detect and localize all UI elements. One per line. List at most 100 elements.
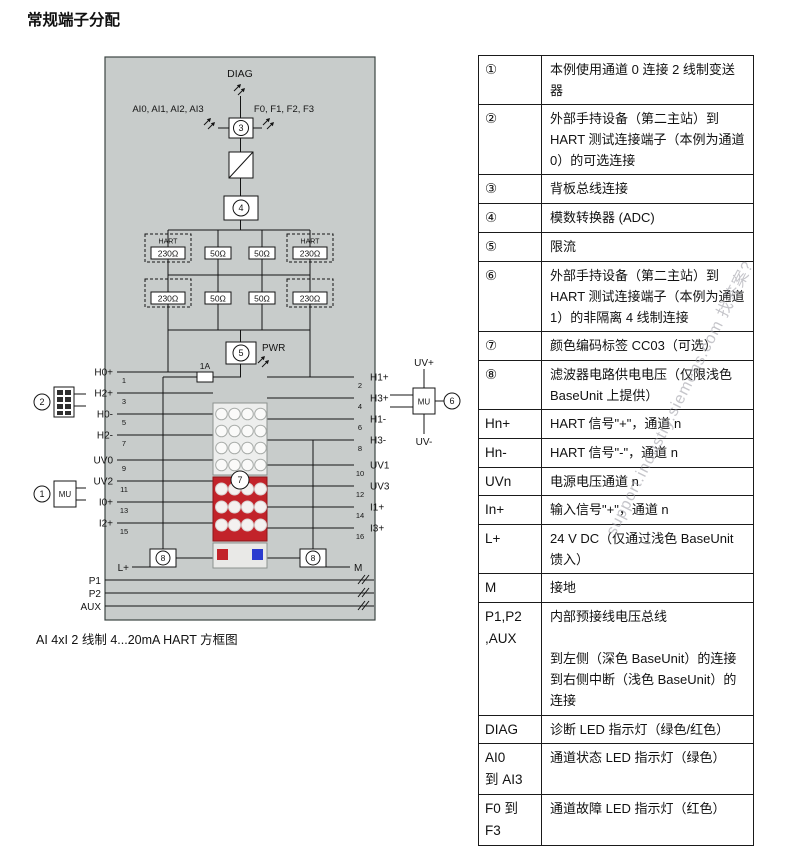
terminal-number: 8 bbox=[358, 444, 362, 453]
resistor-label: 230Ω bbox=[300, 294, 321, 304]
legend-row: L+24 V DC（仅通过浅色 BaseUnit 馈入） bbox=[478, 524, 754, 575]
terminal-label: I3+ bbox=[370, 524, 384, 535]
terminal-label: H2- bbox=[97, 431, 113, 442]
terminal-label: I2+ bbox=[99, 519, 113, 530]
marker-8: 8 bbox=[161, 553, 166, 563]
page-title: 常规端子分配 bbox=[27, 12, 121, 29]
legend-description: HART 信号"+"，通道 n bbox=[541, 408, 754, 439]
hart-label: HART bbox=[159, 239, 179, 246]
marker-1: 1 bbox=[39, 489, 44, 499]
legend-description: 颜色编码标签 CC03（可选） bbox=[541, 330, 754, 361]
uv-plus-label: UV+ bbox=[414, 358, 434, 369]
resistor-box bbox=[204, 291, 232, 305]
legend-description: 模数转换器 (ADC) bbox=[541, 203, 754, 233]
terminal-number: 3 bbox=[122, 397, 126, 406]
legend-description: 接地 bbox=[541, 573, 754, 604]
legend-description: 背板总线连接 bbox=[541, 174, 754, 205]
left-terminals: H0+ H2+ H0- H2- UV0 UV2 I0+ I2+ 1 3 5 7 … bbox=[94, 368, 129, 537]
terminal-number: 7 bbox=[122, 439, 126, 448]
legend-symbol: AI0 到 AI3 bbox=[478, 743, 542, 796]
fuse-label: 1A bbox=[200, 361, 211, 371]
legend-symbol: Hn- bbox=[478, 437, 542, 468]
marker-1-circle bbox=[33, 485, 51, 503]
terminal-label: H0- bbox=[97, 410, 113, 421]
terminal-label: H2+ bbox=[94, 389, 113, 400]
marker-6-circle bbox=[443, 392, 461, 410]
resistor-label: 50Ω bbox=[210, 294, 226, 304]
marker-2-circle bbox=[33, 393, 51, 411]
terminal-number: 2 bbox=[358, 381, 362, 390]
uv-minus-label: UV- bbox=[416, 437, 433, 448]
resistor-label: 230Ω bbox=[158, 294, 179, 304]
resistor-label: 230Ω bbox=[158, 249, 179, 259]
legend-description: 电源电压通道 n bbox=[541, 466, 754, 497]
terminal-number: 11 bbox=[120, 485, 128, 494]
marker-8-circle bbox=[305, 550, 321, 566]
hart-label: HART bbox=[301, 239, 321, 246]
marker-8: 8 bbox=[311, 553, 316, 563]
hart-dashed-box bbox=[286, 233, 334, 263]
legend-description: 外部手持设备（第二主站）到 HART 测试连接端子（本例为通道 1）的非隔离 4… bbox=[541, 260, 754, 332]
terminal-label: UV0 bbox=[94, 456, 114, 467]
legend-symbol: P1,P2 ,AUX bbox=[478, 602, 542, 716]
marker-6: 6 bbox=[449, 396, 454, 406]
hart-dashed-box bbox=[286, 278, 334, 308]
legend-symbol: ③ bbox=[478, 174, 542, 205]
p2-label: P2 bbox=[89, 589, 102, 600]
marker-4: 4 bbox=[238, 203, 243, 213]
resistor-box bbox=[150, 291, 186, 305]
marker-5-circle bbox=[232, 344, 250, 362]
marker-4-circle bbox=[232, 199, 250, 217]
legend-description: 外部手持设备（第二主站）到 HART 测试连接端子（本例为通道 0）的可选连接 bbox=[541, 104, 754, 176]
terminal-label: H3+ bbox=[370, 394, 389, 405]
legend-description: 24 V DC（仅通过浅色 BaseUnit 馈入） bbox=[541, 524, 754, 575]
diag-label: DIAG bbox=[227, 68, 253, 80]
legend-description: 输入信号"+"，通道 n bbox=[541, 495, 754, 526]
l-plus-label: L+ bbox=[118, 563, 130, 574]
marker-3: 3 bbox=[238, 123, 243, 133]
terminal-number: 6 bbox=[358, 423, 362, 432]
resistor-label: 230Ω bbox=[300, 249, 321, 259]
terminal-number: 4 bbox=[358, 402, 362, 411]
terminal-holes-top bbox=[215, 407, 267, 472]
terminal-number: 13 bbox=[120, 506, 128, 515]
terminal-label: UV3 bbox=[370, 482, 390, 493]
terminal-number: 16 bbox=[356, 532, 364, 541]
legend-symbol: DIAG bbox=[478, 714, 542, 745]
resistor-box bbox=[292, 246, 328, 260]
isolation-slash bbox=[228, 151, 254, 179]
legend-symbol: In+ bbox=[478, 495, 542, 526]
legend-symbol: ⑦ bbox=[478, 330, 542, 361]
legend-symbol: L+ bbox=[478, 524, 542, 575]
aux-label: AUX bbox=[80, 602, 101, 613]
terminal-number: 5 bbox=[122, 418, 126, 427]
m-label: M bbox=[354, 563, 362, 574]
resistor-label: 50Ω bbox=[210, 249, 226, 259]
marker-7: 7 bbox=[237, 475, 242, 485]
mu-label: MU bbox=[418, 398, 431, 407]
resistor-label: 50Ω bbox=[254, 249, 270, 259]
handheld-keypad bbox=[57, 390, 71, 415]
legend-row: Hn-HART 信号"-"，通道 n bbox=[478, 437, 754, 468]
resistor-box bbox=[292, 291, 328, 305]
legend-description: 本例使用通道 0 连接 2 线制变送器 bbox=[541, 54, 754, 106]
terminal-label: H1+ bbox=[370, 373, 389, 384]
legend-description: HART 信号"-"，通道 n bbox=[541, 437, 754, 468]
legend-row: In+输入信号"+"，通道 n bbox=[478, 495, 754, 526]
resistor-box bbox=[248, 246, 276, 260]
block-diagram: DIAG AI0, AI1, AI2, AI3 F0, F1, F2, F3 3… bbox=[33, 56, 461, 621]
mu-box bbox=[412, 387, 436, 415]
resistor-box bbox=[204, 246, 232, 260]
